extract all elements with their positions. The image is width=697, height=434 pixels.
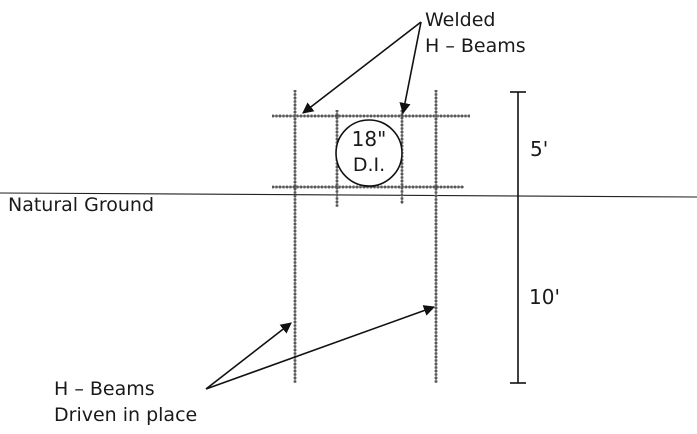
dimension-lower-label: 10' xyxy=(529,285,560,309)
pipe-circle xyxy=(335,119,403,187)
pipe-size-label: 18" xyxy=(352,127,387,151)
dimension-line xyxy=(510,91,526,384)
welded-leader-right xyxy=(399,21,422,115)
welded-leader-left xyxy=(302,21,422,114)
driven-label-line2: Driven in place xyxy=(54,404,197,426)
welded-label-line1: Welded xyxy=(425,9,495,31)
natural-ground-label: Natural Ground xyxy=(8,194,154,216)
pipe-type-label: D.I. xyxy=(353,154,385,176)
driven-leader-right xyxy=(205,305,436,390)
natural-ground-line xyxy=(0,192,697,198)
driven-leader-left xyxy=(205,322,292,390)
driven-label-line1: H – Beams xyxy=(54,378,155,400)
dimension-upper-label: 5' xyxy=(530,137,548,161)
driven-h-beams xyxy=(293,90,438,383)
welded-label-line2: H – Beams xyxy=(425,35,526,57)
